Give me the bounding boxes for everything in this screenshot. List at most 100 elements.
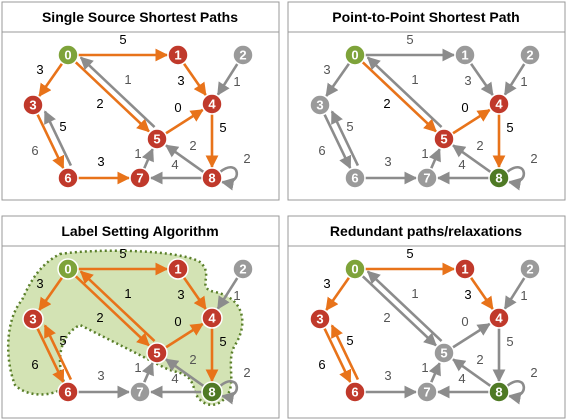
graph-node [201,307,223,329]
edge-weight-label: 2 [383,310,390,325]
edge-weight-label: 2 [96,310,103,325]
edge-arrow [428,147,441,170]
graph-node [454,44,476,66]
node-label: 5 [153,346,160,361]
graph-node [232,44,254,66]
edge-weight-label: 2 [476,352,483,367]
node-label: 1 [174,48,181,63]
edge-weight-label: 1 [134,146,141,161]
node-label: 6 [64,171,71,186]
graph-node [416,381,438,403]
edge-weight-label: 2 [243,151,250,166]
edge-weight-label: 2 [530,151,537,166]
graph-node [167,258,189,280]
edge-weight-label: 3 [323,276,330,291]
node-label: 5 [153,132,160,147]
edge-weight-label: 4 [171,371,178,386]
edge-weight-label: 3 [384,368,391,383]
edge-arrow [79,270,156,342]
graph-node [201,93,223,115]
edge-weight-label: 3 [177,287,184,302]
edge-arrow [164,322,204,349]
graph-node [488,381,510,403]
edge-arrow [428,361,441,384]
edge-weight-label: 1 [411,72,418,87]
graph-node [22,94,44,116]
node-label: 1 [461,262,468,277]
edge-self-loop [219,379,239,405]
edge-arrow [451,322,491,349]
edge-arrow [503,276,526,310]
highlight-region [6,249,244,407]
edge-weight-label: 1 [520,288,527,303]
node-label: 5 [440,132,447,147]
edge-weight-label: 1 [124,286,131,301]
graph-node [344,381,366,403]
edge-arrow [38,276,64,312]
graph-node [344,44,366,66]
node-label: 4 [208,311,216,326]
edge-arrow [164,144,205,174]
edge-weight-label: 5 [406,246,413,261]
edge-weight-label: 6 [31,357,38,372]
edge-weight-label: 1 [124,72,131,87]
node-label: 7 [423,171,430,186]
graph-node [57,167,79,189]
edge-weight-label: 5 [506,120,513,135]
edge-arrow [361,60,437,133]
graph-node [129,381,151,403]
edge-weight-label: 5 [59,333,66,348]
node-label: 0 [351,262,358,277]
node-label: 7 [136,385,143,400]
panel-title-point-to-point: Point-to-Point Shortest Path [332,9,519,25]
edge-weight-label: 5 [59,119,66,134]
edge-weight-label: 6 [318,357,325,372]
edge-arrow [361,274,437,347]
graph-node [22,308,44,330]
node-label: 2 [526,262,533,277]
node-label: 5 [440,346,447,361]
graph-node [433,128,455,150]
graph-node [454,258,476,280]
edge-weight-label: 3 [36,62,43,77]
edge-weight-label: 3 [384,154,391,169]
edge-arrow [366,270,443,342]
edge-arrow [330,110,360,167]
edge-arrow [43,110,73,167]
edge-weight-label: 2 [530,365,537,380]
edge-weight-label: 1 [233,74,240,89]
edge-self-loop [506,165,526,191]
edge-self-loop [506,379,526,405]
edge-arrow [216,62,239,96]
graph-node [309,94,331,116]
edge-weight-label: 2 [243,365,250,380]
edge-weight-label: 5 [219,334,226,349]
edge-arrow [325,276,351,312]
graph-node [519,258,541,280]
edge-weight-label: 1 [421,360,428,375]
edge-arrow [503,62,526,96]
node-label: 0 [351,48,358,63]
node-label: 1 [461,48,468,63]
edge-arrow [182,276,207,311]
edge-weight-label: 6 [318,143,325,158]
edge-arrow [74,274,150,347]
node-label: 2 [239,48,246,63]
edge-weight-label: 5 [219,120,226,135]
edge-arrow [43,324,73,381]
node-label: 3 [29,312,36,327]
edge-weight-label: 1 [134,360,141,375]
edge-weight-label: 5 [346,333,353,348]
node-label: 6 [64,385,71,400]
edge-weight-label: 3 [97,368,104,383]
edge-weight-label: 5 [119,32,126,47]
node-label: 6 [351,385,358,400]
node-label: 4 [495,311,503,326]
edge-weight-label: 4 [458,157,465,172]
edge-arrow [36,327,65,384]
edge-arrow [451,358,492,388]
